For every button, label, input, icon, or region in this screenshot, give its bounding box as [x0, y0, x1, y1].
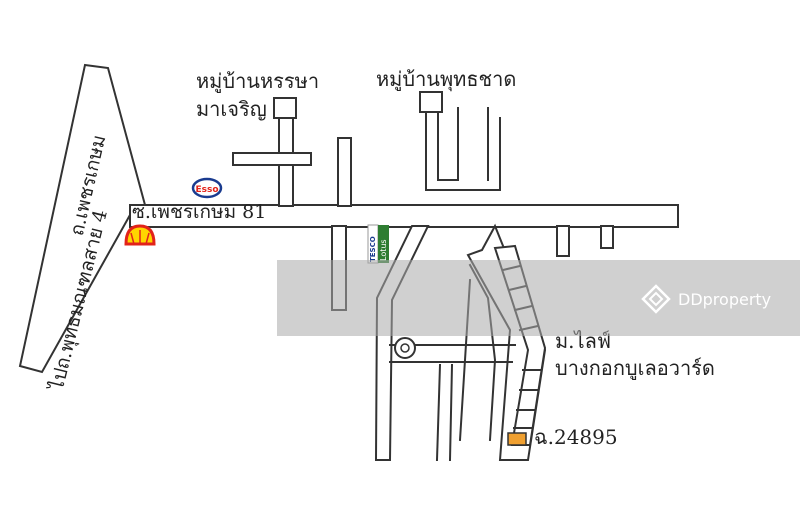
road-soi-label: ซ.เพชรเกษม 81	[132, 201, 267, 223]
watermark-band	[277, 260, 800, 336]
road-village-2-left	[425, 111, 501, 191]
tesco-text: TESCO	[369, 236, 377, 262]
esso-logo-icon: Esso	[191, 177, 223, 199]
plot-number-label: ฉ.24895	[534, 425, 618, 449]
road-branch-south-east-2	[600, 225, 614, 249]
shell-logo-icon	[124, 224, 156, 246]
village-marker-icon	[273, 97, 297, 119]
village-1-name-line1: หมู่บ้านหรรษา	[196, 69, 320, 93]
lot-strip	[493, 244, 547, 446]
project-cross-4	[448, 363, 454, 462]
lotus-text: Lotus	[379, 239, 388, 261]
road-branch-village-1-cross	[232, 152, 312, 166]
village-2-name: หมู่บ้านพุทธชาด	[376, 67, 517, 91]
plot-highlight	[507, 432, 527, 446]
village-marker-icon	[419, 91, 443, 113]
watermark-brand: DDproperty	[678, 290, 772, 309]
tesco-lotus-icon: TESCO Lotus	[367, 224, 389, 264]
road-branch-north-mid	[337, 137, 352, 207]
road-soi-phetkasem-81	[129, 204, 679, 228]
esso-text: Esso	[195, 185, 218, 195]
project-name-line2: บางกอกบูเลอวาร์ด	[555, 356, 715, 380]
project-cross-3	[435, 363, 442, 462]
road-village-2-inner	[437, 107, 459, 181]
village-1-name-line2: มาเจริญ	[196, 97, 267, 121]
road-branch-south-east-1	[556, 225, 570, 257]
ddproperty-logo-icon	[641, 284, 671, 314]
